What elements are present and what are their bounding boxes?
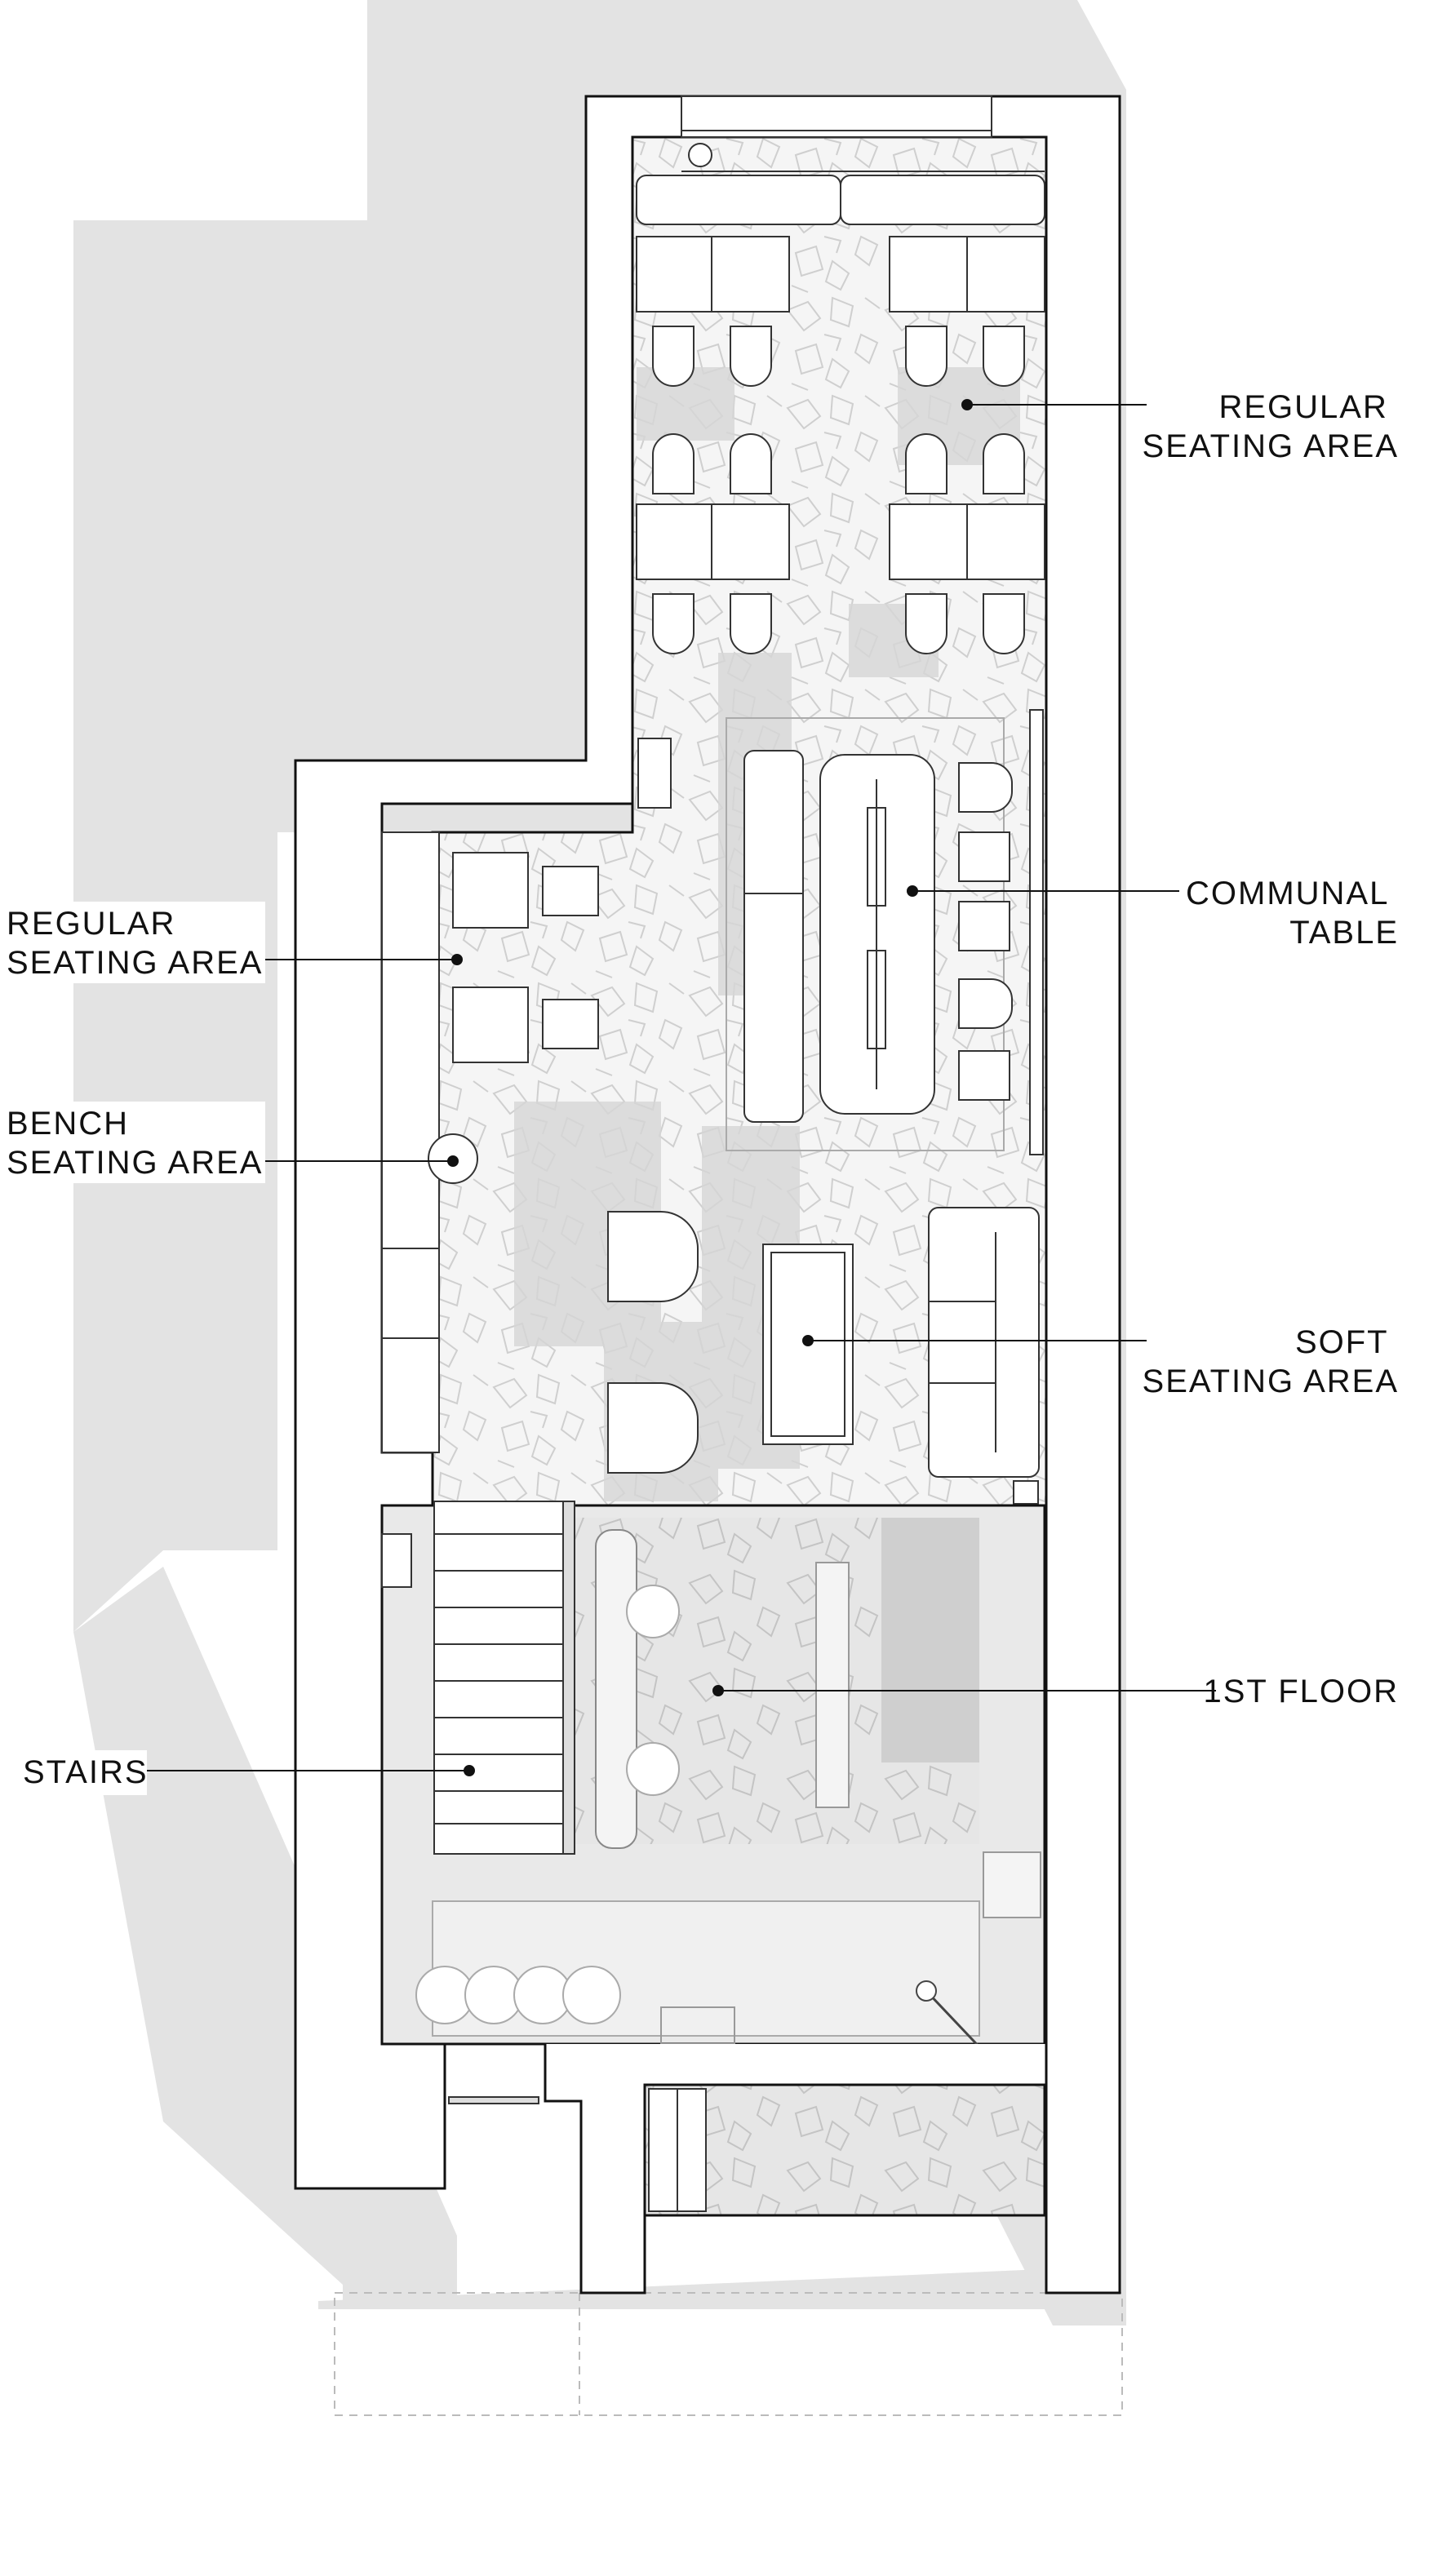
stairs [381, 1501, 575, 1855]
bench-seating-area [381, 831, 478, 1453]
top-window [681, 95, 1045, 172]
label-regular-seating-right: REGULAR SEATING AREA [1143, 389, 1399, 464]
partition [637, 738, 672, 809]
exterior-dashed-outline [334, 2292, 1123, 2416]
regular-seating-area-right [636, 175, 1045, 654]
label-stairs: STAIRS [23, 1754, 149, 1790]
regular-seating-area-left [452, 852, 599, 1063]
soft-seating-area [607, 1207, 1040, 1505]
label-communal-table: COMMUNAL TABLE [1186, 876, 1399, 951]
communal-table [726, 709, 1044, 1155]
upper-floor [431, 135, 1048, 1507]
label-soft-seating: SOFT SEATING AREA [1143, 1324, 1399, 1399]
label-regular-seating-left: REGULAR SEATING AREA [7, 906, 263, 981]
label-bench-seating: BENCH SEATING AREA [7, 1106, 263, 1181]
building-walls [294, 95, 1121, 2294]
label-first-floor: 1ST FLOOR [1203, 1674, 1399, 1709]
entrance [445, 2042, 1048, 2294]
